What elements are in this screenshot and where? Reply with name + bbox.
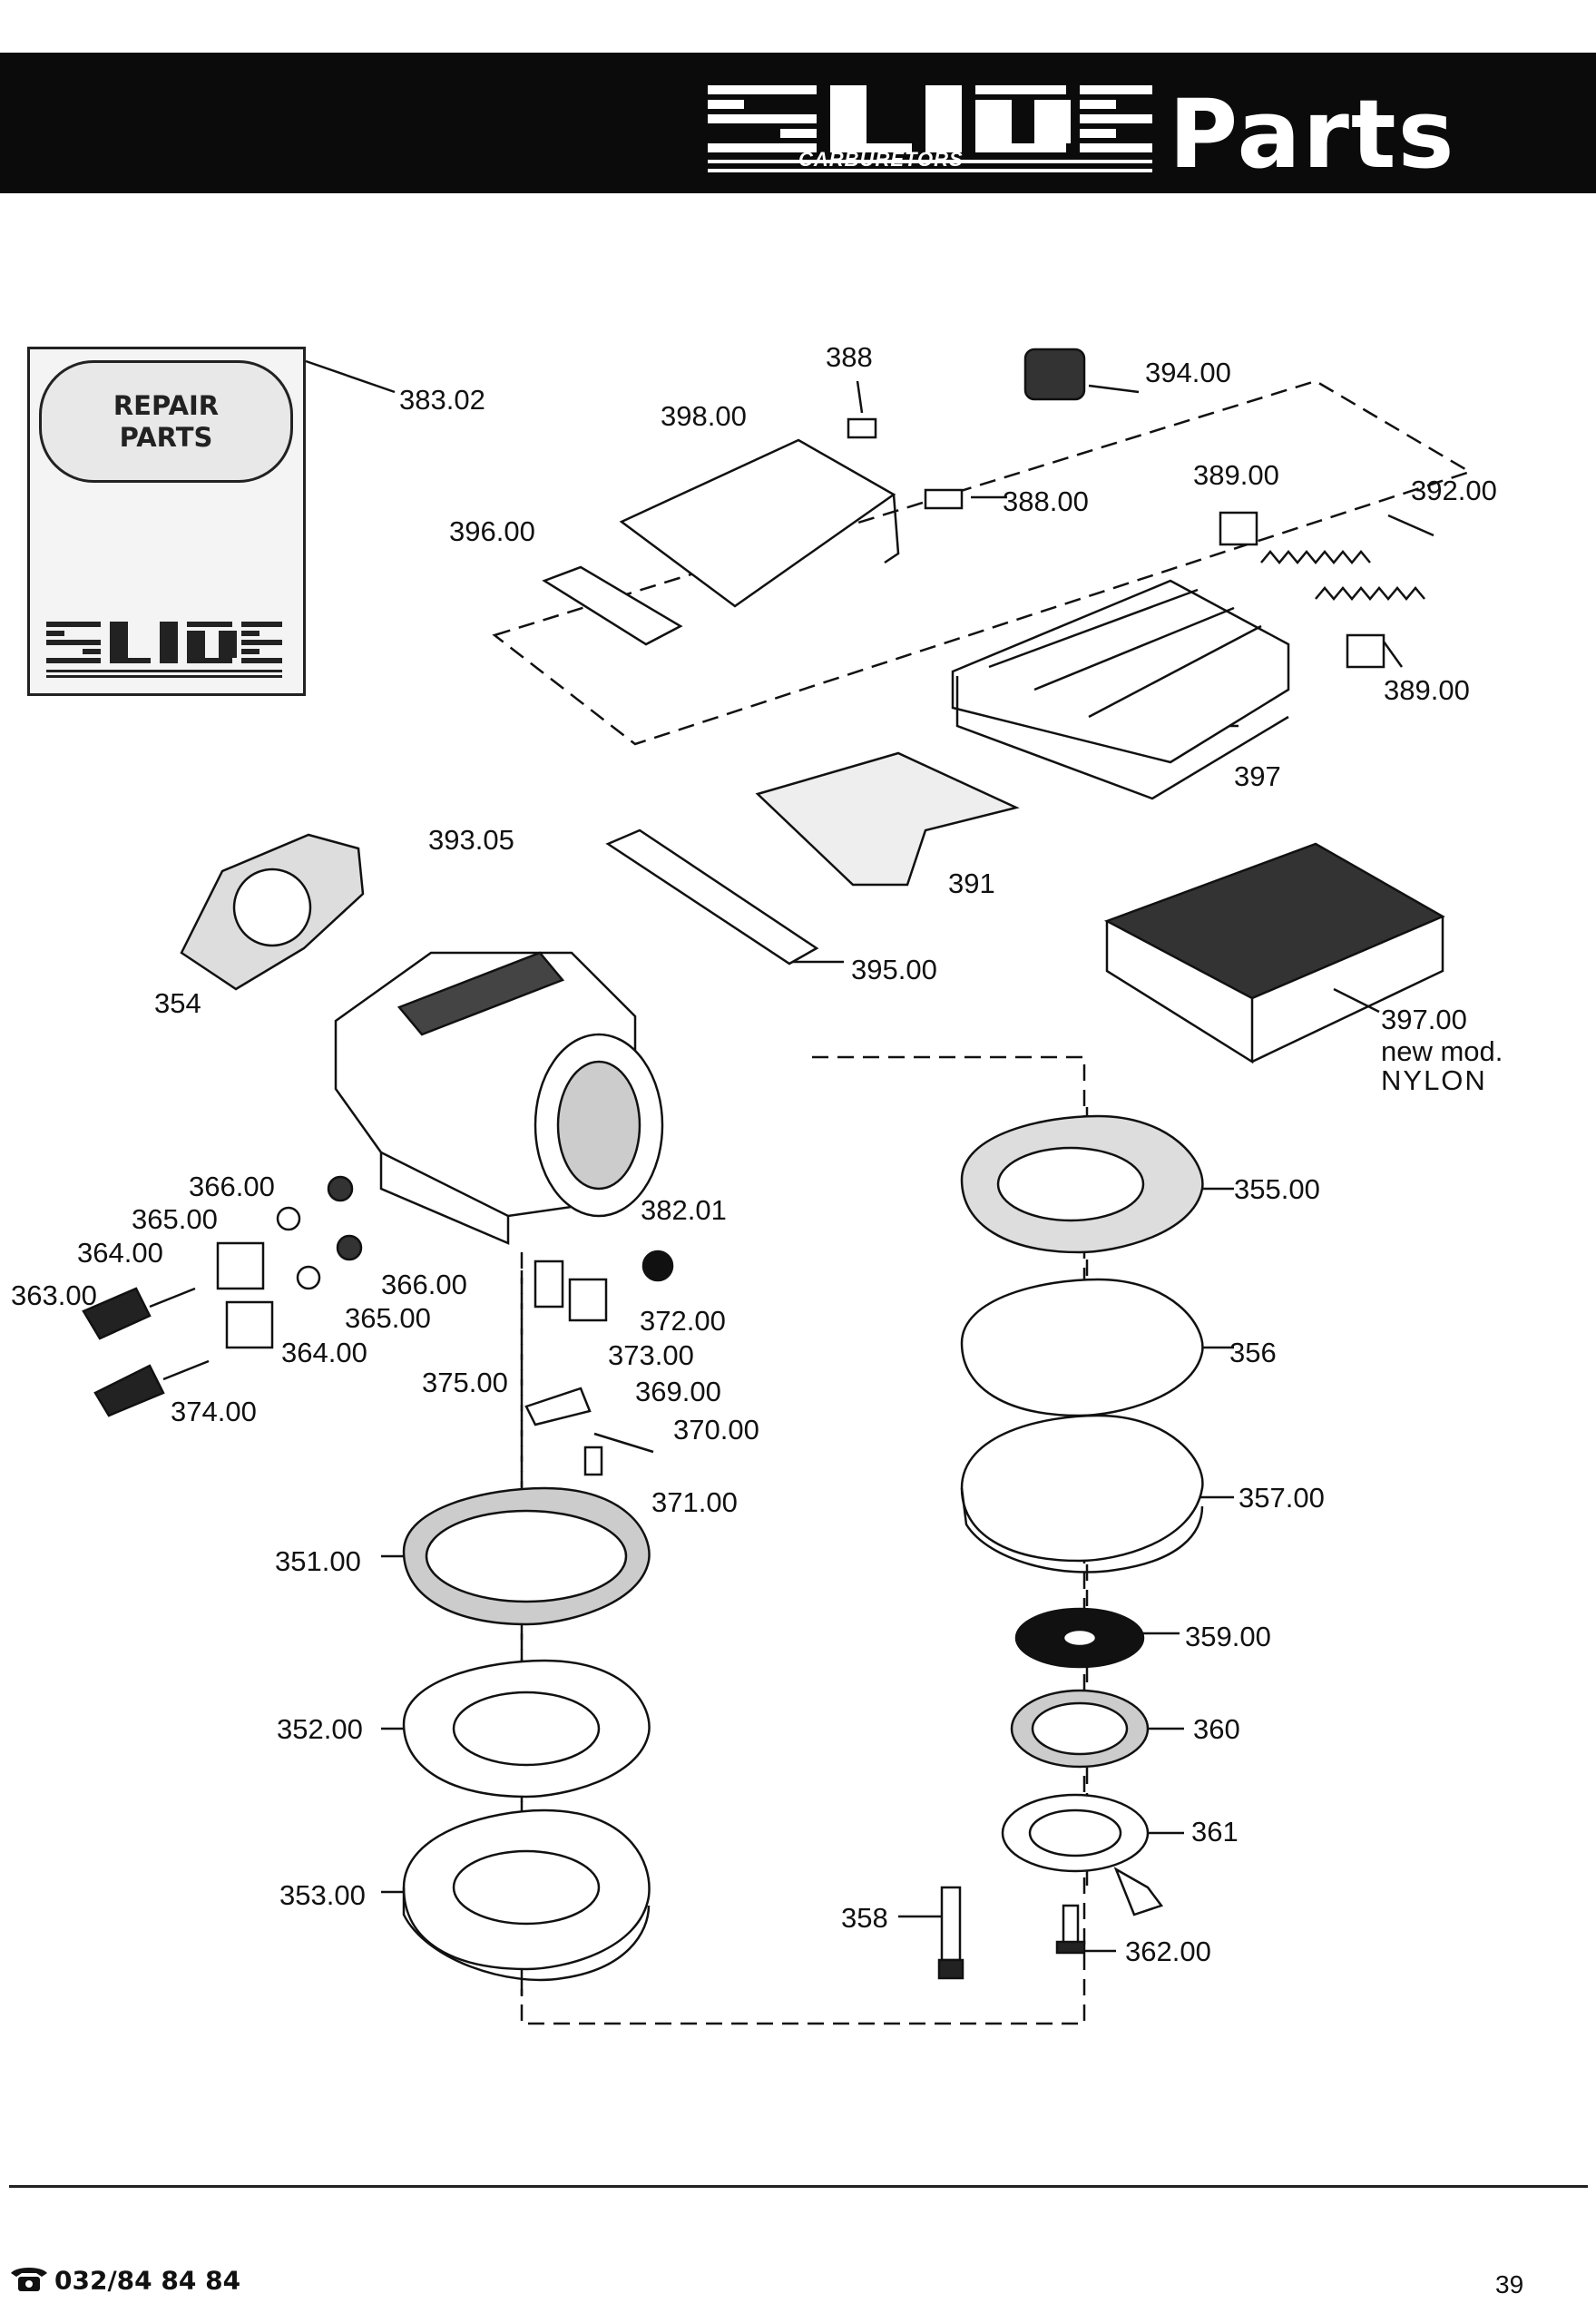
repair-label-line2: PARTS [119, 422, 213, 453]
callout-389-00-bottom: 389.00 [1384, 674, 1470, 706]
callout-383-02: 383.02 [399, 384, 485, 416]
callout-388-00: 388.00 [1003, 485, 1089, 517]
callout-375-00: 375.00 [422, 1367, 508, 1398]
callout-372-00: 372.00 [640, 1305, 726, 1337]
callout-373-00: 373.00 [608, 1339, 694, 1371]
callout-369-00: 369.00 [635, 1376, 721, 1407]
callout-397: 397 [1234, 760, 1281, 792]
callout-351-00: 351.00 [275, 1545, 361, 1577]
callout-397-00: 397.00 [1381, 1004, 1467, 1035]
callout-366-00-right: 366.00 [381, 1269, 467, 1300]
callout-394-00: 394.00 [1145, 357, 1231, 388]
callout-362-00: 362.00 [1125, 1936, 1211, 1967]
callout-nylon: NYLON [1381, 1064, 1487, 1096]
callout-363-00: 363.00 [11, 1279, 97, 1311]
repair-parts-box: REPAIR PARTS [27, 347, 306, 696]
callout-382-01: 382.01 [641, 1194, 727, 1226]
callout-365-00-left: 365.00 [132, 1203, 218, 1235]
callout-365-00-right: 365.00 [345, 1302, 431, 1334]
slide-small-logo [46, 622, 282, 678]
callout-361: 361 [1191, 1816, 1239, 1848]
callout-391: 391 [948, 867, 995, 899]
callout-355-00: 355.00 [1234, 1173, 1320, 1205]
callout-396-00: 396.00 [449, 515, 535, 547]
callout-395-00: 395.00 [851, 954, 937, 985]
callout-new-mod: new mod. [1381, 1035, 1503, 1067]
page-number: 39 [1495, 2270, 1524, 2298]
callout-364-00-left: 364.00 [77, 1237, 163, 1269]
callout-393-05: 393.05 [428, 824, 514, 856]
callout-374-00: 374.00 [171, 1396, 257, 1427]
callout-356: 356 [1229, 1337, 1277, 1368]
page-title: Parts [1169, 79, 1456, 190]
callout-388: 388 [826, 341, 873, 373]
brand-subtitle: CARBURETORS [798, 148, 964, 171]
slide-brand-logo [708, 85, 1152, 172]
callout-358: 358 [841, 1902, 888, 1934]
repair-label-line1: REPAIR [113, 390, 220, 421]
callout-359-00: 359.00 [1185, 1621, 1271, 1652]
callout-371-00: 371.00 [651, 1486, 738, 1518]
callout-353-00: 353.00 [279, 1879, 366, 1911]
callout-364-00-right: 364.00 [281, 1337, 367, 1368]
repair-parts-oval: REPAIR PARTS [39, 360, 293, 483]
phone-contact: 032/84 84 84 [9, 2264, 240, 2299]
callout-366-00-left: 366.00 [189, 1171, 275, 1202]
callout-357-00: 357.00 [1239, 1482, 1325, 1514]
footer-rule [9, 2185, 1588, 2188]
callout-370-00: 370.00 [673, 1414, 759, 1446]
telephone-icon [9, 2264, 49, 2299]
callout-354: 354 [154, 987, 201, 1019]
phone-number: 032/84 84 84 [54, 2265, 241, 2296]
callout-360: 360 [1193, 1713, 1240, 1745]
callout-389-00-top: 389.00 [1193, 459, 1279, 491]
callout-392-00: 392.00 [1411, 475, 1497, 506]
callout-352-00: 352.00 [277, 1713, 363, 1745]
callout-398-00: 398.00 [661, 400, 747, 432]
